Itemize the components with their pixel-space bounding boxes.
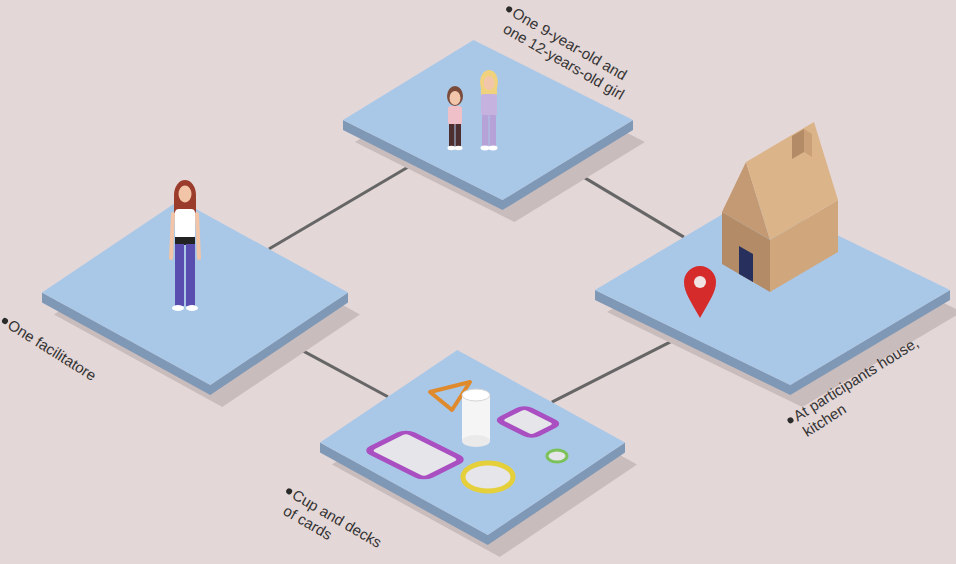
- leg: [186, 244, 195, 306]
- paper-cone: [430, 382, 470, 410]
- leg: [175, 244, 184, 306]
- hair: [481, 82, 497, 96]
- tile-node: Cup and decks of cards: [320, 350, 625, 535]
- arm: [197, 214, 199, 258]
- hair: [480, 70, 498, 94]
- leg: [456, 124, 462, 147]
- token-ring: [547, 450, 567, 462]
- card-deck: [497, 407, 558, 438]
- house-roof: [746, 122, 838, 240]
- hair: [174, 195, 196, 215]
- tile-node: One facilitatore: [42, 200, 348, 385]
- cup: [462, 435, 490, 447]
- tile-node: One 9-year-old and one 12-years-old girl: [343, 40, 633, 200]
- shirt: [448, 106, 462, 125]
- tile-top: [42, 200, 348, 385]
- tile-label: Cup and decks of cards: [280, 486, 392, 564]
- shoe: [481, 146, 490, 151]
- face: [484, 76, 495, 90]
- connector-line: [269, 159, 421, 249]
- cup: [462, 395, 490, 441]
- cards-and-cup: [366, 382, 567, 491]
- facilitator-figure: [171, 180, 199, 311]
- house-icon: [684, 122, 838, 318]
- belt: [175, 237, 195, 245]
- tile-shape: [320, 350, 625, 535]
- token-ring: [463, 463, 513, 491]
- hair: [447, 86, 463, 106]
- house-wall: [722, 212, 770, 292]
- card-deck: [366, 431, 463, 480]
- face: [450, 91, 461, 105]
- chimney: [792, 129, 804, 159]
- tile-shape: [42, 200, 348, 385]
- shoe: [455, 146, 463, 150]
- house-gable: [722, 162, 770, 240]
- hair: [174, 180, 196, 210]
- tile-top: [320, 350, 625, 535]
- card-deck: [366, 431, 463, 480]
- cup: [462, 389, 490, 401]
- tile-label-text: Cup and decks of cards: [280, 486, 392, 564]
- arm: [171, 214, 173, 258]
- leg: [449, 124, 455, 147]
- tile-node: At participants house, kitchen: [595, 195, 950, 385]
- shoe: [186, 305, 198, 311]
- shirt: [175, 209, 195, 239]
- shoe: [448, 146, 456, 150]
- card-deck: [497, 407, 558, 438]
- shoe: [172, 305, 184, 311]
- shirt: [481, 94, 497, 116]
- chimney: [804, 129, 812, 157]
- leg: [490, 115, 497, 147]
- face: [179, 186, 192, 203]
- girls-figure: [447, 70, 498, 150]
- location-pin-hole: [694, 276, 706, 288]
- house-wall: [770, 200, 838, 292]
- shoe: [489, 146, 498, 151]
- leg: [482, 115, 489, 147]
- bullet-dot: [786, 416, 794, 424]
- connector-line: [552, 334, 686, 402]
- location-pin: [684, 266, 716, 318]
- house-door: [739, 246, 753, 282]
